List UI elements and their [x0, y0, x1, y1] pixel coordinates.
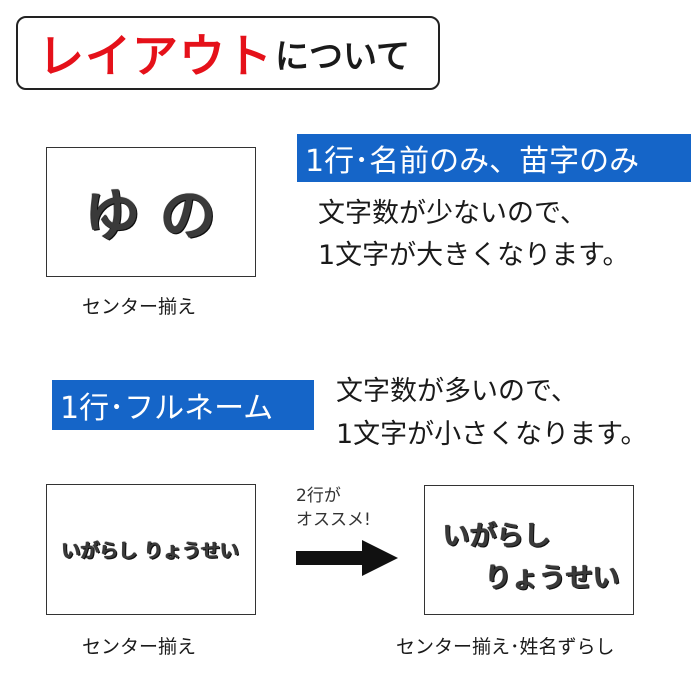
caption-center-shift: センター揃え･姓名ずらし: [396, 636, 615, 658]
arrow-note-line1: 2行が: [296, 486, 341, 506]
arrow-right-icon: [296, 540, 398, 576]
desc-single-line1: 文字数が少ないので、: [318, 198, 587, 229]
caption-center-align-1: センター揃え: [82, 296, 197, 318]
sample-two-line-surname: いがらし: [443, 521, 551, 552]
label-one-line-fullname: 1行･フルネーム: [52, 380, 314, 430]
desc-fullname-line2: 1文字が小さくなります。: [336, 419, 648, 450]
sample-fullname-two-line: いがらし りょうせい: [424, 485, 634, 615]
sample-fullname-one-line-text: いがらし りょうせい: [61, 539, 240, 562]
caption-center-align-2: センター揃え: [82, 636, 197, 658]
arrow-note-line2: オススメ!: [296, 510, 371, 530]
sample-single-name: ゆ の: [46, 147, 256, 277]
desc-fullname-line1: 文字数が多いので、: [336, 376, 578, 407]
label-one-line-single: 1行･名前のみ、苗字のみ: [297, 134, 691, 182]
desc-single-line2: 1文字が大きくなります。: [318, 240, 630, 271]
page-title-highlight: レイアウト: [38, 29, 273, 83]
page-title-rest: について: [275, 36, 410, 77]
sample-two-line-given-name: りょうせい: [485, 563, 620, 594]
sample-fullname-one-line: いがらし りょうせい: [46, 484, 256, 615]
page-title-box: レイアウト について: [16, 16, 440, 90]
sample-single-name-text: ゆ の: [84, 184, 217, 249]
